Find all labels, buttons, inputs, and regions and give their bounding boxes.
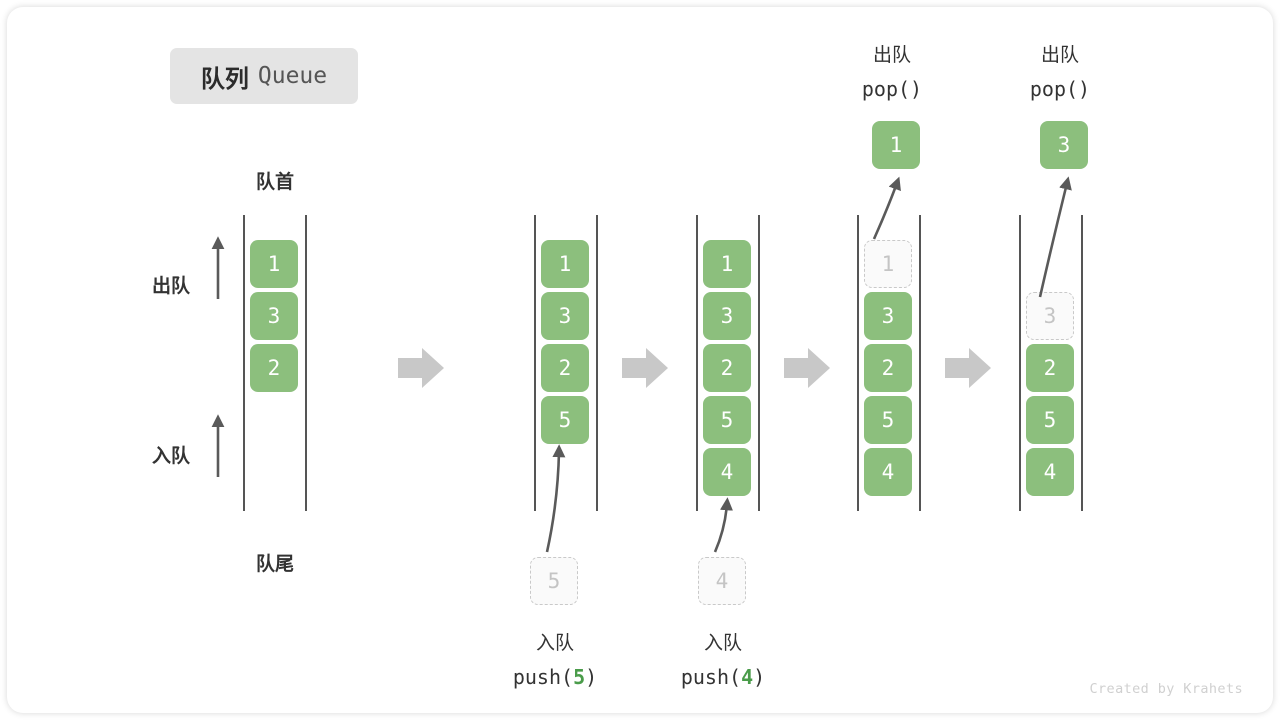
push-5-suffix: ) <box>585 665 598 690</box>
cell-1-1: 3 <box>541 292 589 340</box>
rail-left-0 <box>243 215 245 511</box>
cell-3-3: 5 <box>864 396 912 444</box>
cell-2-2: 2 <box>703 344 751 392</box>
rail-left-4 <box>1019 215 1021 511</box>
cell-0-2: 2 <box>250 344 298 392</box>
rail-right-1 <box>596 215 598 511</box>
popped-cell-pop-3: 3 <box>1040 121 1088 169</box>
pop-3-motion-arrow <box>1038 176 1072 298</box>
cell-3-2: 2 <box>864 344 912 392</box>
operation-label-pop-3: 出队 pop() <box>995 39 1125 107</box>
title-chinese: 队列 <box>200 64 249 93</box>
queue-rear-label: 队尾 <box>255 553 294 575</box>
pop-1-code: pop() <box>861 77 923 102</box>
cell-2-1: 3 <box>703 292 751 340</box>
pop-1-cn: 出队 <box>872 44 911 66</box>
step-arrow-2 <box>622 348 668 388</box>
step-arrow-3 <box>784 348 830 388</box>
cell-0-0: 1 <box>250 240 298 288</box>
push-5-motion-arrow <box>545 444 566 553</box>
enqueue-direction-label: 入队 <box>152 445 191 467</box>
cell-3-4: 4 <box>864 448 912 496</box>
credit-text: Created by Krahets <box>1089 681 1243 697</box>
push-5-cn: 入队 <box>535 632 574 654</box>
rail-left-2 <box>696 215 698 511</box>
cell-1-0: 1 <box>541 240 589 288</box>
pop-1-motion-arrow <box>872 176 901 240</box>
cell-4-3: 5 <box>1026 396 1074 444</box>
cell-3-0: 1 <box>864 240 912 288</box>
push-4-prefix: push( <box>680 665 742 690</box>
cell-3-1: 3 <box>864 292 912 340</box>
push-4-code: push(4) <box>653 660 793 695</box>
operation-label-push-5: 入队 push(5) <box>485 627 625 695</box>
rail-right-3 <box>919 215 921 511</box>
push-5-prefix: push( <box>512 665 574 690</box>
cell-4-1: 3 <box>1026 292 1074 340</box>
diagram-canvas: 队列 Queue 队首 队尾 出队 入队 出队 pop() 出队 pop() 入… <box>7 7 1273 713</box>
push-4-suffix: ) <box>753 665 766 690</box>
push-4-motion-arrow <box>713 497 733 553</box>
title-english: Queue <box>257 63 328 89</box>
pop-3-code: pop() <box>1029 77 1091 102</box>
rail-right-0 <box>305 215 307 511</box>
step-arrow-1 <box>398 348 444 388</box>
cell-2-0: 1 <box>703 240 751 288</box>
cell-1-3: 5 <box>541 396 589 444</box>
push-5-arg: 5 <box>573 665 586 690</box>
pending-cell-push-5: 5 <box>530 557 578 605</box>
rail-left-1 <box>534 215 536 511</box>
title-badge: 队列 Queue <box>170 48 358 104</box>
cell-2-4: 4 <box>703 448 751 496</box>
cell-2-3: 5 <box>703 396 751 444</box>
dequeue-direction-label: 出队 <box>152 275 191 297</box>
pending-cell-push-4: 4 <box>698 557 746 605</box>
step-arrow-4 <box>945 348 991 388</box>
cell-1-2: 2 <box>541 344 589 392</box>
push-5-code: push(5) <box>485 660 625 695</box>
operation-label-push-4: 入队 push(4) <box>653 627 793 695</box>
rail-right-4 <box>1081 215 1083 511</box>
cell-0-1: 3 <box>250 292 298 340</box>
popped-cell-pop-1: 1 <box>872 121 920 169</box>
rail-right-2 <box>758 215 760 511</box>
cell-4-2: 2 <box>1026 344 1074 392</box>
push-4-cn: 入队 <box>703 632 742 654</box>
operation-label-pop-1: 出队 pop() <box>827 39 957 107</box>
queue-front-label: 队首 <box>255 171 294 193</box>
arrows-overlay <box>211 176 1072 553</box>
rail-left-3 <box>857 215 859 511</box>
push-4-arg: 4 <box>741 665 754 690</box>
cell-4-4: 4 <box>1026 448 1074 496</box>
pop-3-cn: 出队 <box>1040 44 1079 66</box>
